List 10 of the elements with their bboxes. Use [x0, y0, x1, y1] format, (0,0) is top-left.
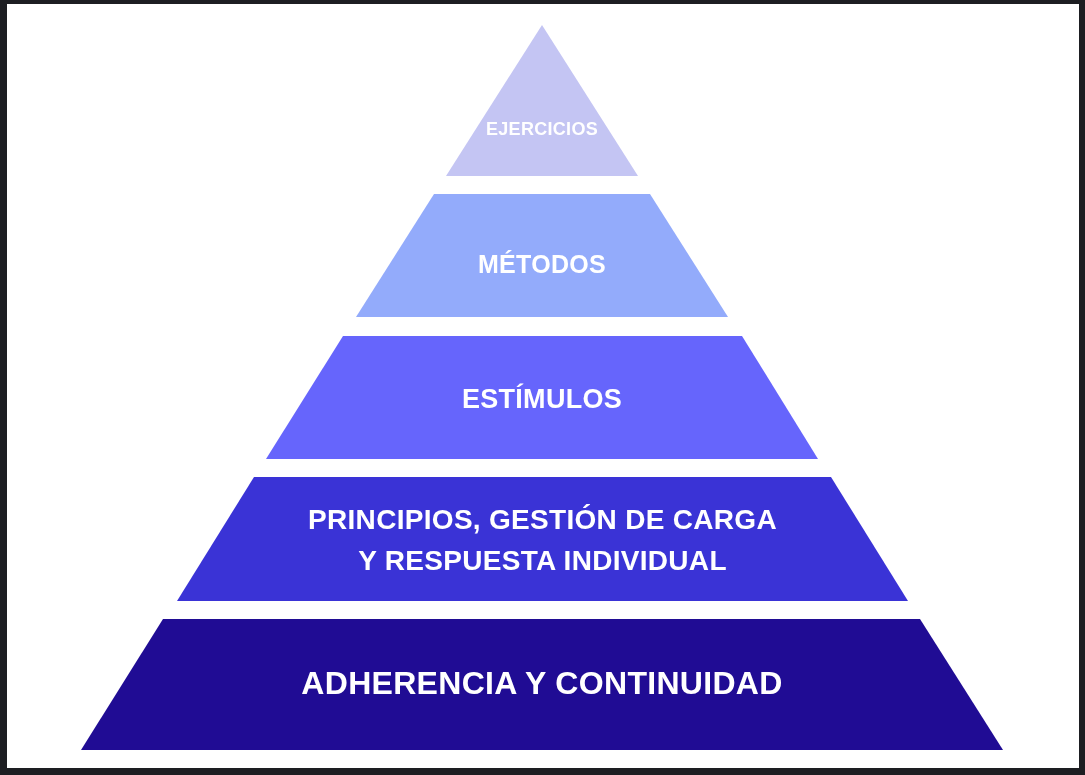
tier-label: MÉTODOS: [478, 250, 606, 278]
tier-label: ESTÍMULOS: [461, 384, 623, 414]
tier-label: ADHERENCIA Y CONTINUIDAD: [301, 665, 783, 701]
triangle-tier: [446, 25, 638, 176]
pyramid-tier: [266, 336, 818, 459]
pyramid-tier: [356, 194, 728, 317]
pyramid-tier: [81, 619, 1003, 750]
tier-label: EJERCICIOS: [486, 119, 598, 139]
pyramid-tier: [177, 477, 908, 601]
tier-label: PRINCIPIOS, GESTIÓN DE CARGA Y RESPUESTA INDIVIDUAL: [307, 503, 778, 578]
